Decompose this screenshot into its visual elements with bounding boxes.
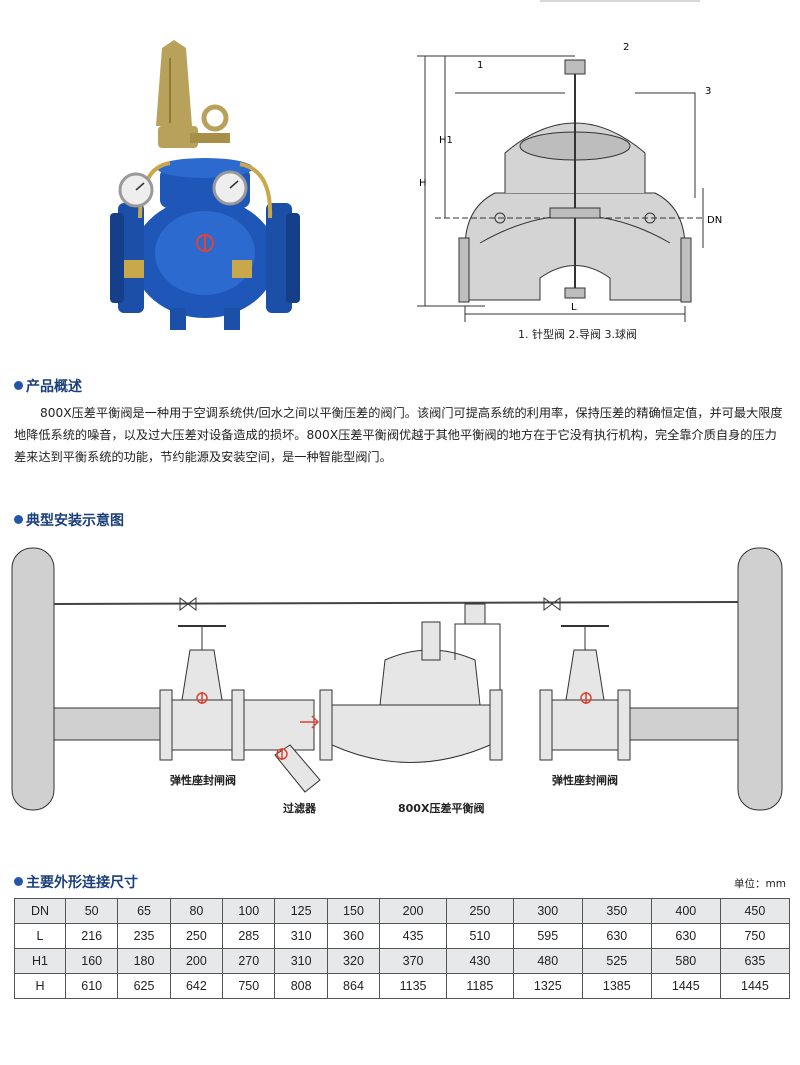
row-header: L bbox=[14, 923, 66, 949]
table-cell: 320 bbox=[326, 948, 381, 974]
installation-title-text: 典型安装示意图 bbox=[26, 513, 124, 529]
bullet-icon bbox=[14, 515, 23, 524]
overview-title-text: 产品概述 bbox=[26, 379, 82, 395]
valve-section-drawing: 1 2 3 H H1 DN L bbox=[417, 42, 722, 322]
table-cell: 642 bbox=[169, 973, 224, 999]
table-cell: 250 bbox=[445, 898, 514, 924]
table-cell: 65 bbox=[117, 898, 171, 924]
table-cell: 1385 bbox=[581, 973, 652, 999]
bullet-icon bbox=[14, 381, 23, 390]
table-cell: 808 bbox=[274, 973, 328, 999]
top-border-line bbox=[540, 0, 700, 2]
dim-label-h: H bbox=[419, 178, 427, 189]
table-cell: 750 bbox=[222, 973, 276, 999]
row-header: DN bbox=[14, 898, 66, 924]
table-cell: 595 bbox=[512, 923, 583, 949]
table-cell: 370 bbox=[379, 948, 447, 974]
table-cell: 80 bbox=[169, 898, 224, 924]
table-cell: 100 bbox=[222, 898, 276, 924]
callout-3: 3 bbox=[705, 86, 711, 97]
table-cell: 580 bbox=[650, 948, 721, 974]
table-cell: 350 bbox=[581, 898, 652, 924]
callout-1: 1 bbox=[477, 60, 483, 71]
table-cell: 1445 bbox=[719, 973, 791, 999]
table-cell: 285 bbox=[222, 923, 276, 949]
table-cell: 180 bbox=[117, 948, 171, 974]
table-cell: 1445 bbox=[650, 973, 721, 999]
table-cell: 510 bbox=[445, 923, 514, 949]
dim-label-h1: H1 bbox=[439, 135, 453, 146]
table-cell: 250 bbox=[169, 923, 224, 949]
table-cell: 235 bbox=[117, 923, 171, 949]
table-cell: 864 bbox=[326, 973, 381, 999]
table-cell: 525 bbox=[581, 948, 652, 974]
section-title-overview: 产品概述 bbox=[14, 376, 82, 396]
unit-label: 单位：mm bbox=[734, 878, 786, 890]
table-cell: 635 bbox=[719, 948, 791, 974]
section-title-dimensions: 主要外形连接尺寸 bbox=[14, 872, 138, 892]
table-cell: 430 bbox=[445, 948, 514, 974]
dimensions-title-text: 主要外形连接尺寸 bbox=[26, 875, 138, 891]
row-header: H bbox=[14, 973, 66, 999]
table-cell: 1135 bbox=[379, 973, 447, 999]
table-cell: 1185 bbox=[445, 973, 514, 999]
dim-label-dn: DN bbox=[707, 215, 722, 226]
table-cell: 630 bbox=[650, 923, 721, 949]
valve-photo bbox=[110, 40, 300, 330]
table-cell: 450 bbox=[719, 898, 791, 924]
table-cell: 200 bbox=[169, 948, 224, 974]
table-cell: 625 bbox=[117, 973, 171, 999]
table-cell: 150 bbox=[326, 898, 381, 924]
overview-text: 800X压差平衡阀是一种用于空调系统供/回水之间以平衡压差的阀门。该阀门可提高系… bbox=[14, 406, 783, 464]
table-cell: 400 bbox=[650, 898, 721, 924]
installation-diagram bbox=[11, 547, 783, 811]
table-cell: 310 bbox=[274, 948, 328, 974]
label-right-gate-valve: 弹性座封闸阀 bbox=[552, 774, 618, 787]
label-balance-valve: 800X压差平衡阀 bbox=[398, 802, 485, 815]
table-cell: 610 bbox=[64, 973, 119, 999]
table-cell: 310 bbox=[274, 923, 328, 949]
bullet-icon bbox=[14, 877, 23, 886]
table-cell: 270 bbox=[222, 948, 276, 974]
table-cell: 300 bbox=[512, 898, 583, 924]
table-cell: 750 bbox=[719, 923, 791, 949]
callout-2: 2 bbox=[623, 42, 629, 53]
table-cell: 50 bbox=[64, 898, 119, 924]
dim-label-l: L bbox=[571, 302, 577, 313]
drawing-legend: 1. 针型阀 2.导阀 3.球阀 bbox=[518, 328, 637, 341]
table-cell: 216 bbox=[64, 923, 119, 949]
table-cell: 125 bbox=[274, 898, 328, 924]
table-cell: 160 bbox=[64, 948, 119, 974]
table-cell: 630 bbox=[581, 923, 652, 949]
table-cell: 435 bbox=[379, 923, 447, 949]
table-cell: 200 bbox=[379, 898, 447, 924]
label-filter: 过滤器 bbox=[283, 802, 316, 815]
row-header: H1 bbox=[14, 948, 66, 974]
table-cell: 1325 bbox=[512, 973, 583, 999]
table-cell: 480 bbox=[512, 948, 583, 974]
table-cell: 360 bbox=[326, 923, 381, 949]
label-left-gate-valve: 弹性座封闸阀 bbox=[170, 774, 236, 787]
section-title-installation: 典型安装示意图 bbox=[14, 510, 124, 530]
